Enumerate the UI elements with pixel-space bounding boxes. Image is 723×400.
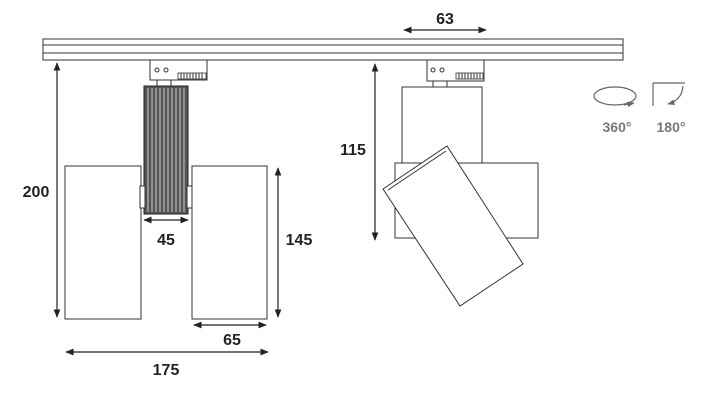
label-rotation-horizontal: 360° xyxy=(603,119,632,135)
side-view-spotlight xyxy=(382,59,539,307)
label-track-width: 63 xyxy=(436,11,454,28)
label-rotation-vertical: 180° xyxy=(657,119,686,135)
label-heatsink-width: 45 xyxy=(157,232,175,249)
label-total-height: 200 xyxy=(23,184,50,201)
dimension-lines xyxy=(53,26,487,356)
adapter-grip-left xyxy=(177,72,207,80)
tilted-lamp-body xyxy=(382,145,524,307)
rotate-360-icon xyxy=(593,86,637,108)
label-total-width: 175 xyxy=(153,362,180,379)
track-rail xyxy=(42,38,624,61)
heatsink xyxy=(143,85,189,215)
body-right xyxy=(191,165,268,320)
label-head-height: 115 xyxy=(340,142,366,159)
adapter-grip-right xyxy=(455,72,484,80)
label-body-width: 65 xyxy=(223,332,241,349)
body-left xyxy=(64,165,142,320)
label-body-height: 145 xyxy=(286,232,313,249)
front-view-spotlight xyxy=(64,59,268,320)
tilt-180-icon xyxy=(652,82,685,106)
